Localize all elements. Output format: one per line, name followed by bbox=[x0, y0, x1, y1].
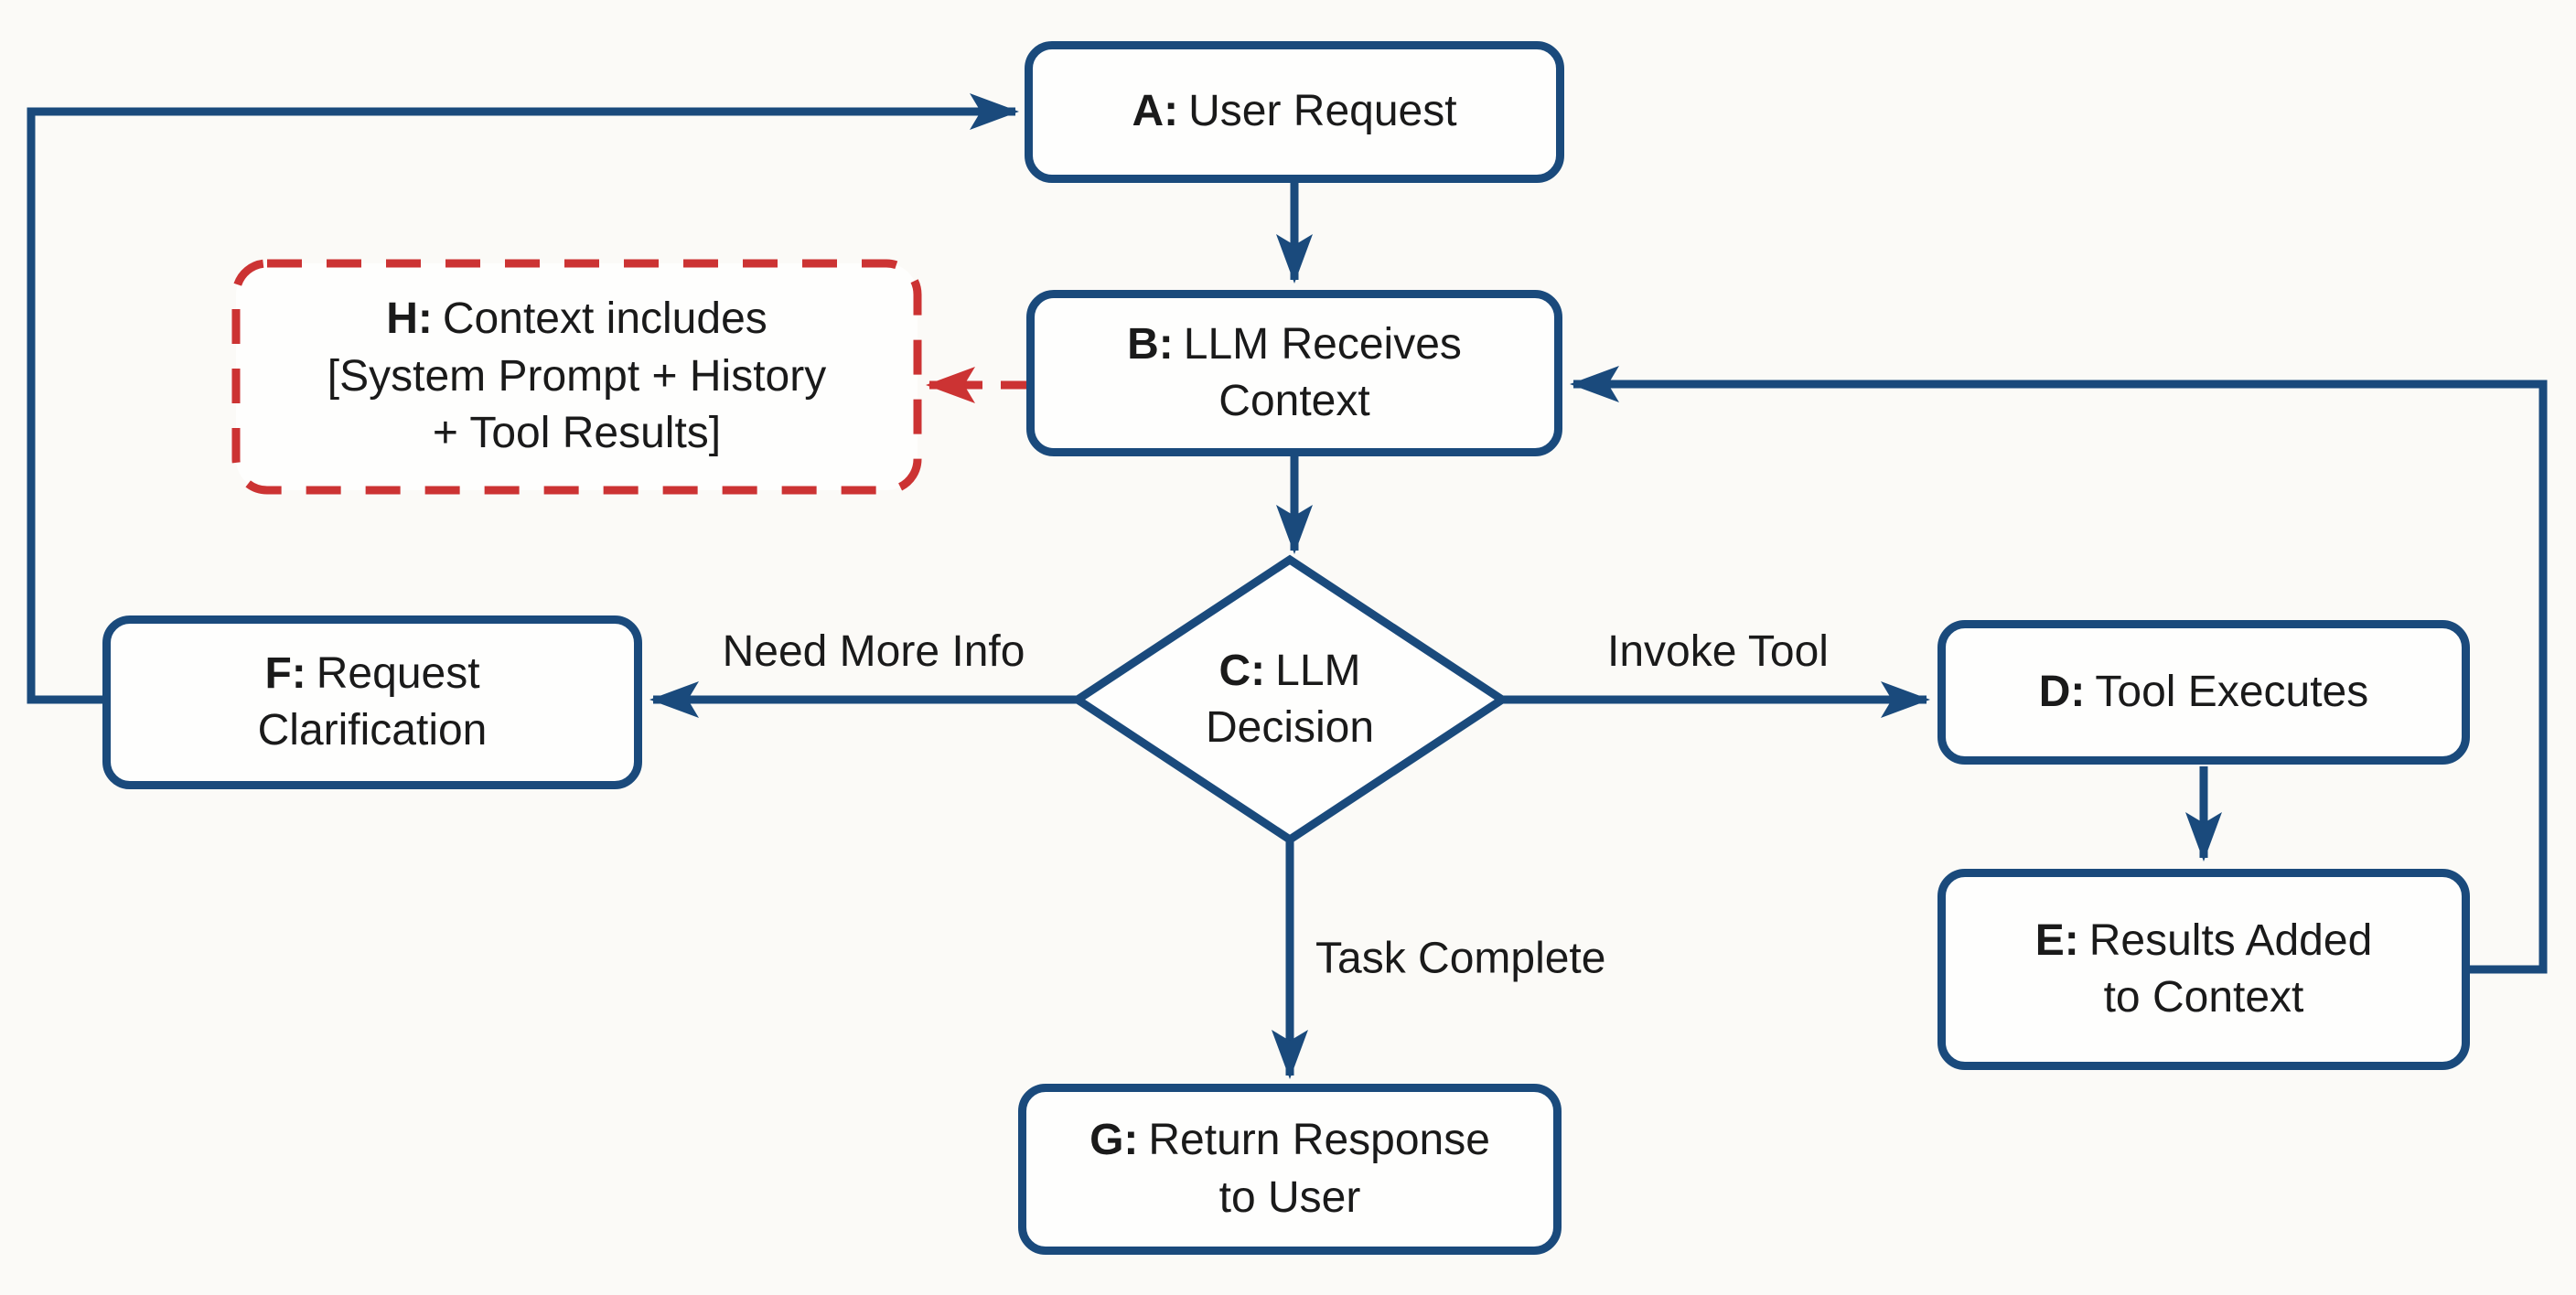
node-b-llm-receives-context: B:LLM Receives Context bbox=[1026, 290, 1562, 456]
node-h-line3: + Tool Results] bbox=[432, 409, 722, 458]
edge-label-need-more-info: Need More Info bbox=[722, 627, 1025, 676]
node-d-tool-executes: D:Tool Executes bbox=[1937, 620, 2470, 765]
edge-e-to-b bbox=[1570, 366, 2548, 974]
node-h-label: Context includes bbox=[442, 294, 767, 344]
node-a-user-request: A:User Request bbox=[1025, 41, 1564, 183]
node-h-outline bbox=[231, 259, 922, 495]
node-h-line2: [System Prompt + History bbox=[327, 351, 827, 401]
node-c-diamond bbox=[1069, 554, 1510, 845]
node-h-prefix: H: bbox=[386, 294, 433, 344]
node-a-label: User Request bbox=[1188, 87, 1457, 136]
node-d-label: Tool Executes bbox=[2095, 667, 2369, 716]
node-e-results-added: E:Results Added to Context bbox=[1937, 869, 2470, 1070]
node-f-request-clarification: F:Request Clarification bbox=[102, 615, 642, 789]
node-c-prefix: C: bbox=[1218, 646, 1266, 695]
node-h-context-note: H:Context includes [System Prompt + Hist… bbox=[236, 263, 918, 490]
node-c-label: LLM Decision bbox=[1205, 646, 1375, 752]
edge-label-invoke-tool: Invoke Tool bbox=[1607, 627, 1829, 676]
node-f-prefix: F: bbox=[264, 648, 306, 698]
node-b-prefix: B: bbox=[1127, 319, 1174, 369]
node-g-return-response: G:Return Response to User bbox=[1018, 1084, 1562, 1255]
node-a-prefix: A: bbox=[1132, 87, 1179, 136]
node-b-label: LLM Receives Context bbox=[1183, 319, 1462, 425]
edge-f-to-a bbox=[27, 93, 1019, 704]
edge-label-task-complete: Task Complete bbox=[1315, 934, 1606, 983]
node-c-llm-decision: C:LLM Decision bbox=[1143, 599, 1436, 800]
node-f-label: Request Clarification bbox=[257, 648, 488, 755]
node-d-prefix: D: bbox=[2038, 667, 2086, 716]
node-g-label: Return Response to User bbox=[1148, 1116, 1490, 1222]
node-e-label: Results Added to Context bbox=[2088, 915, 2373, 1022]
node-g-prefix: G: bbox=[1089, 1116, 1139, 1165]
node-e-prefix: E: bbox=[2034, 915, 2079, 965]
